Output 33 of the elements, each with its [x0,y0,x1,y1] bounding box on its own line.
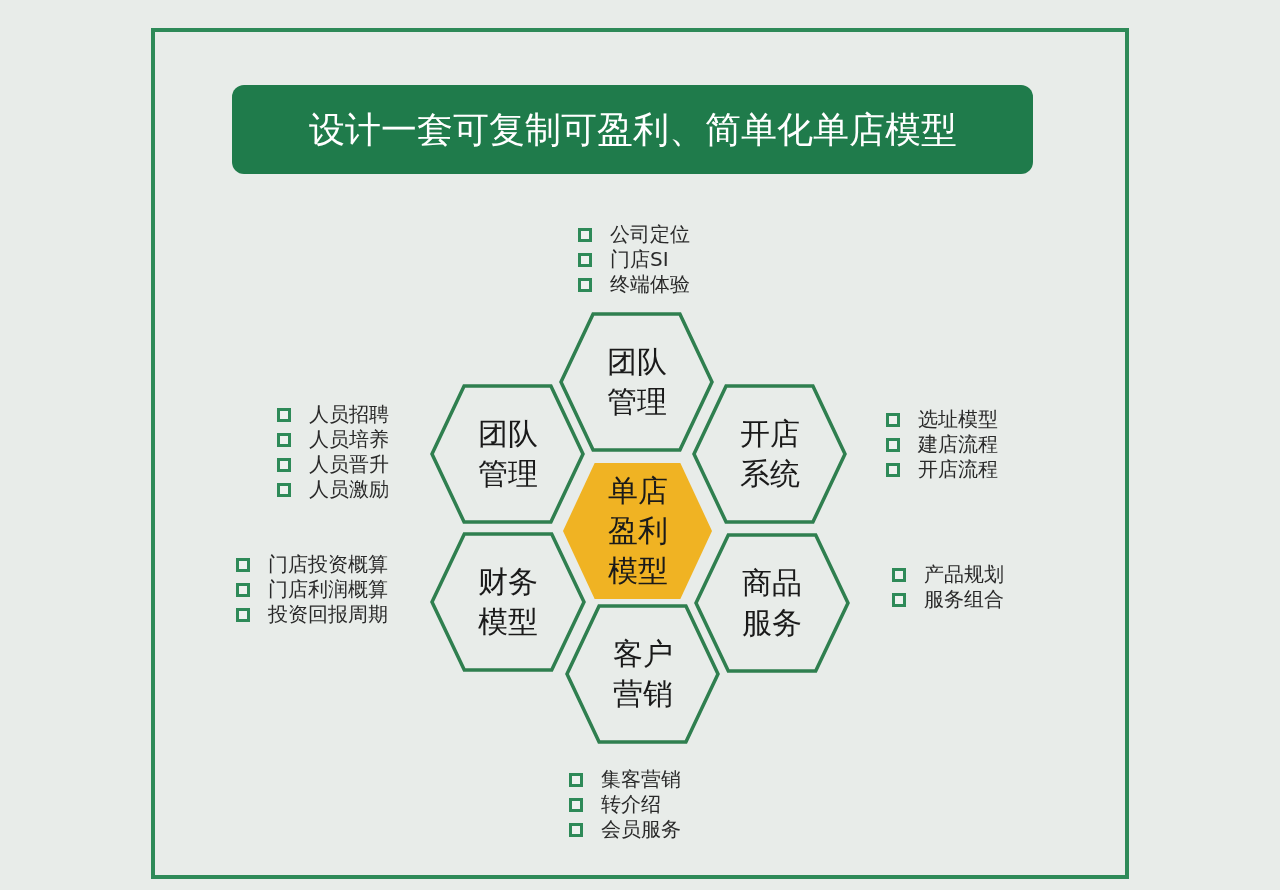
hexagon-label: 商品服务 [741,564,803,642]
list-item-text: 开店流程 [918,457,998,482]
center-hexagon [561,461,714,601]
list-item-text: 人员晋升 [309,452,389,477]
list-item-text: 转介绍 [601,792,661,817]
list-item-text: 人员招聘 [309,402,389,427]
hexagon-label: 开店系统 [738,415,801,493]
list-item-text: 选址模型 [918,407,998,432]
list-item-text: 门店SI [610,247,669,272]
list-item-text: 产品规划 [924,562,1004,587]
list-item-text: 终端体验 [610,272,690,297]
hexagon-label: 客户营销 [611,635,674,713]
hexagon-tile [694,533,850,673]
list-item-text: 人员激励 [309,477,389,502]
list-item-text: 服务组合 [924,587,1004,612]
list-item-text: 门店利润概算 [268,577,388,602]
hexagon-label: 团队管理 [476,415,539,493]
hexagon-label: 单店盈利模型 [606,472,669,590]
hexagon-tile [430,384,585,524]
list-item-text: 公司定位 [610,222,690,247]
hexagon-tile [430,532,586,672]
hexagon-tile [565,604,720,744]
hexagon-label: 团队管理 [605,343,668,421]
list-item-text: 门店投资概算 [268,552,388,577]
list-item-text: 集客营销 [601,767,681,792]
hexagon-tile [559,312,714,452]
hexagon-tile [692,384,847,524]
title-text: 设计一套可复制可盈利、简单化单店模型 [308,107,957,152]
list-item-text: 投资回报周期 [268,602,388,627]
hexagon-label: 财务模型 [477,563,539,641]
list-item-text: 会员服务 [601,817,681,842]
list-item-text: 人员培养 [309,427,389,452]
list-item-text: 建店流程 [918,432,998,457]
